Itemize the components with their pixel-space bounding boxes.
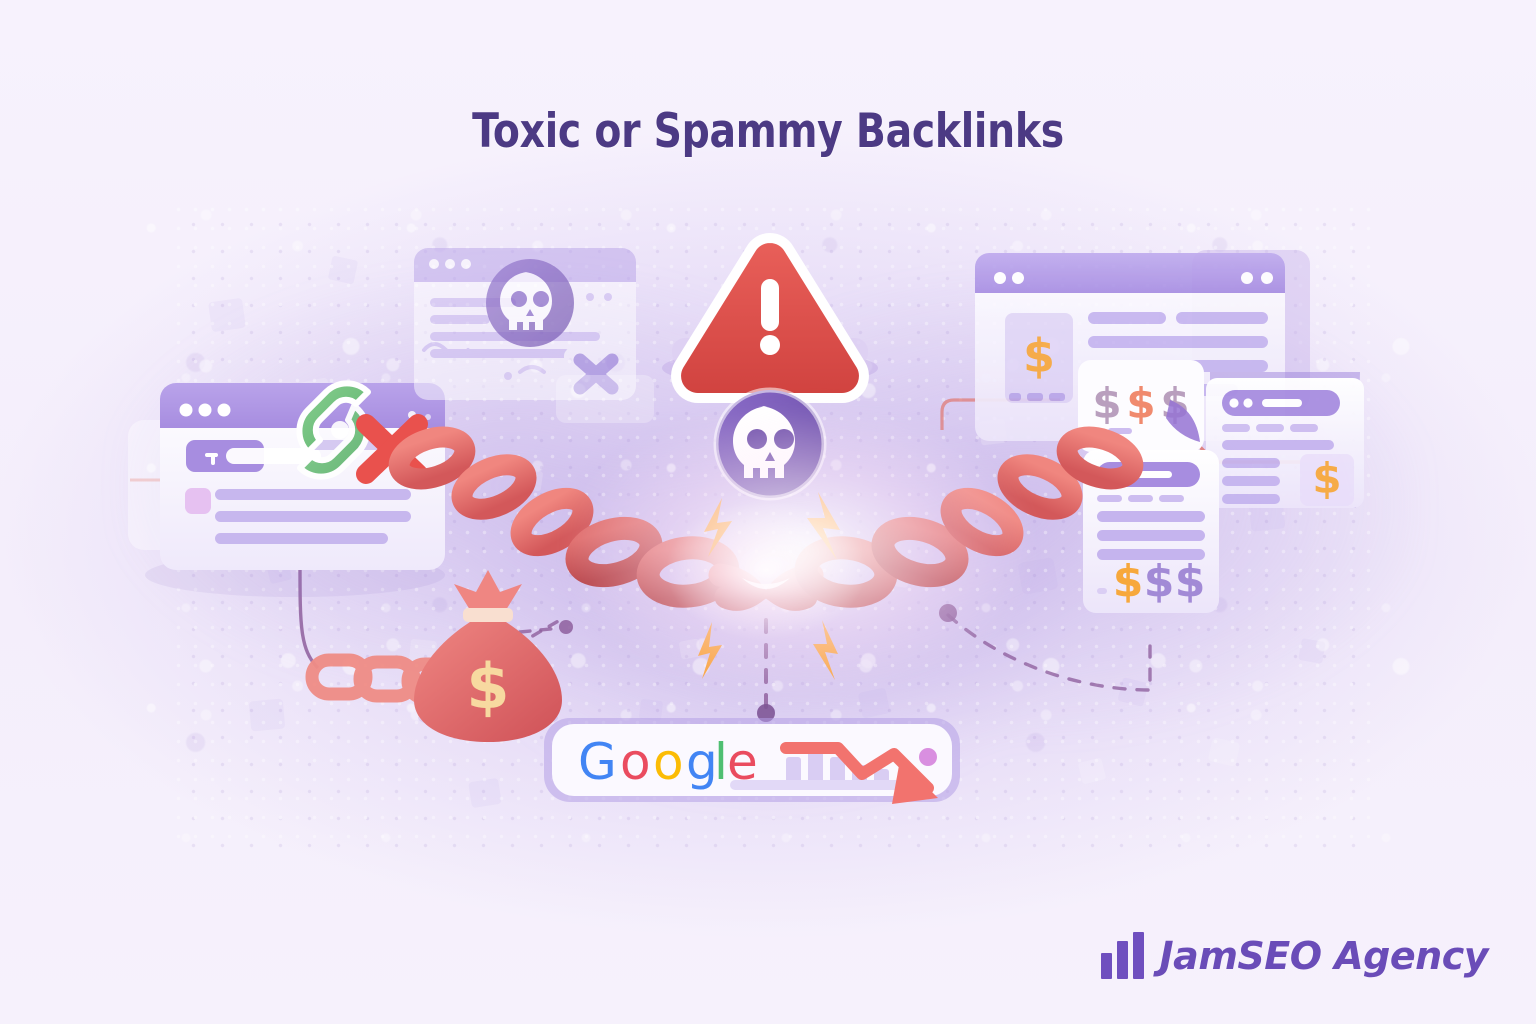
page-title: Toxic or Spammy Backlinks [472, 104, 1064, 159]
center-glow [560, 400, 1040, 700]
brand-logo: JamSEO Agency [1100, 932, 1489, 979]
brand-name: JamSEO Agency [1159, 934, 1489, 978]
bar-chart-logo-icon [1100, 932, 1144, 979]
